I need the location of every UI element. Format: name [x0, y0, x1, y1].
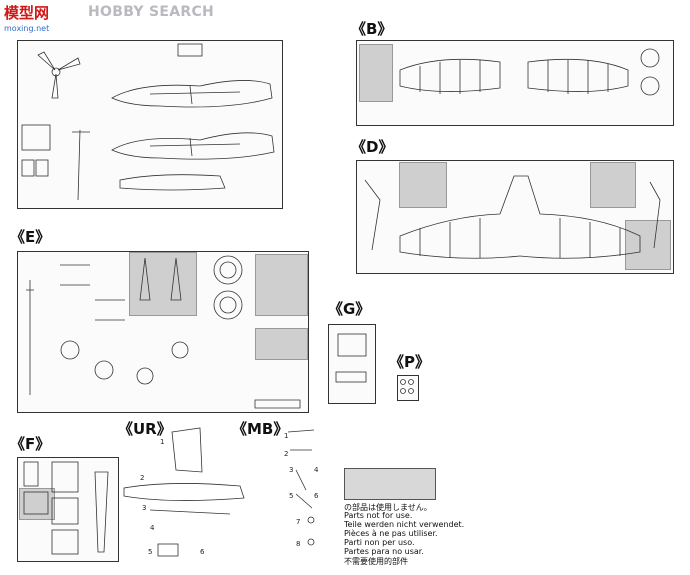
clear-part	[94, 471, 109, 553]
drop-tank-part	[170, 257, 182, 301]
part-number: 7	[296, 518, 301, 526]
unused-part-shade	[19, 488, 55, 520]
watermark-site-name: HOBBY SEARCH	[88, 4, 215, 20]
wing-upper-left	[399, 58, 501, 94]
sprue-frame-b	[356, 40, 674, 126]
section-label-mb: 《MB》	[232, 420, 289, 438]
unused-part-shade	[590, 162, 636, 208]
section-label-b: 《B》	[351, 20, 393, 38]
sprue-frame-g	[328, 324, 376, 404]
part-number: 8	[296, 540, 301, 548]
fuselage-half-upper	[111, 80, 273, 108]
part-number: 6	[314, 492, 319, 500]
unused-part-shade	[359, 44, 393, 102]
legend-line: Pièces à ne pas utiliser.	[344, 529, 438, 538]
part-number: 3	[289, 466, 294, 474]
tail-fin-part	[171, 427, 203, 473]
legend-line: の部品は使用しません。	[344, 503, 432, 512]
wing-lower	[399, 175, 641, 259]
wheel-part	[171, 341, 189, 359]
wheel-part	[136, 367, 154, 385]
wing-upper-right	[527, 58, 629, 94]
landing-gear-leg	[649, 181, 661, 249]
exhaust-part	[72, 129, 90, 201]
unused-parts-swatch	[344, 468, 436, 500]
watermark-logo: 模型网	[4, 4, 50, 22]
cowling-part	[119, 174, 226, 191]
part-number: 2	[284, 450, 289, 458]
antenna-part	[26, 280, 34, 395]
wheel-part	[94, 360, 114, 380]
landing-gear-leg	[364, 179, 381, 251]
fuselage-half-lower	[111, 132, 275, 160]
part-number: 4	[150, 524, 155, 532]
propeller-part	[37, 51, 81, 99]
legend-line: Parti non per uso.	[344, 538, 415, 547]
part-number: 4	[314, 466, 319, 474]
section-label-e: 《E》	[10, 228, 51, 246]
engine-part	[213, 255, 243, 285]
part-number: 2	[140, 474, 145, 482]
part-number: 3	[142, 504, 147, 512]
legend-line: 不需要使用的部件	[344, 557, 408, 566]
canopy-part	[337, 333, 367, 357]
part-number: 1	[160, 438, 165, 446]
legend-line: Partes para no usar.	[344, 547, 424, 556]
fuselage-part	[123, 483, 245, 501]
watermark-url: moxing.net	[4, 24, 50, 33]
part-number: 1	[284, 432, 289, 440]
unused-part-shade	[255, 328, 308, 360]
unused-part-shade	[625, 220, 671, 270]
section-label-d: 《D》	[351, 138, 394, 156]
rocket-part	[254, 399, 301, 409]
section-label-f: 《F》	[10, 435, 51, 453]
wheel-part	[60, 340, 80, 360]
section-label-g: 《G》	[328, 300, 371, 318]
part-number: 5	[289, 492, 294, 500]
unused-part-shade	[129, 252, 197, 316]
unused-part-shade	[399, 162, 447, 208]
unused-part-shade	[255, 254, 308, 316]
engine-part	[213, 290, 243, 320]
legend-line: Parts not for use.	[344, 511, 413, 520]
section-label-p: 《P》	[389, 353, 430, 371]
part-number: 6	[200, 548, 205, 556]
legend-line: Teile werden nicht verwendet.	[344, 520, 465, 529]
part-number: 5	[148, 548, 153, 556]
section-label-ur: 《UR》	[118, 420, 172, 438]
drop-tank-part	[139, 257, 151, 301]
